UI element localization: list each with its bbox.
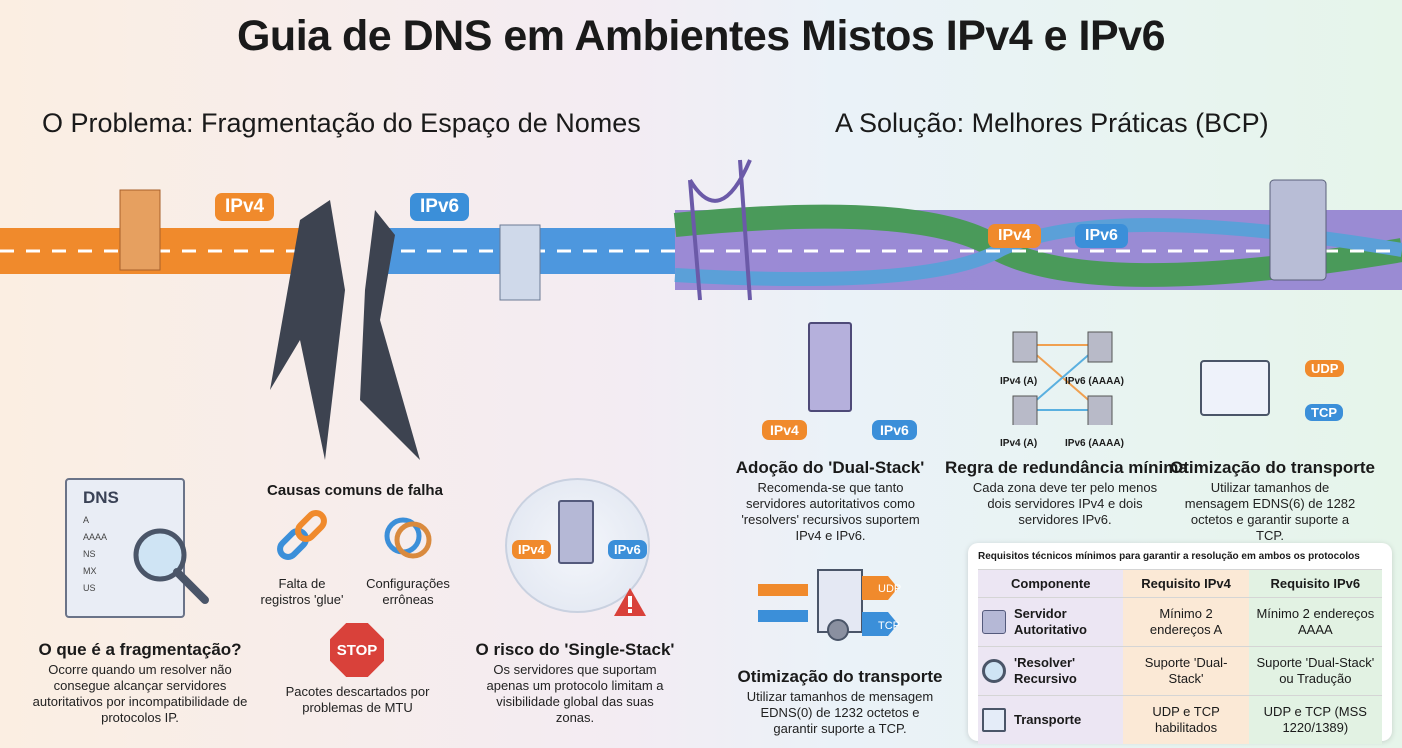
page-title: Guia de DNS em Ambientes Mistos IPv4 e I… (236, 12, 1166, 60)
ipv6-badge-small: IPv6 (608, 540, 647, 559)
broken-chain-icon (277, 510, 327, 560)
cause-glue: Falta de registros 'glue' (260, 576, 344, 607)
record-a: A (83, 515, 90, 525)
crack-left (270, 200, 345, 460)
tcp-arrow: TCP (1305, 404, 1343, 421)
window-gear-icon (982, 708, 1006, 732)
redundancy-title: Regra de redundância mínima (945, 458, 1188, 477)
single-stack-title: O risco do 'Single-Stack' (475, 640, 675, 659)
transport-top-title: Otimização do transporte (1170, 458, 1375, 477)
dual-stack-text: Recomenda-se que tanto servidores autori… (741, 480, 920, 543)
server-icon (558, 500, 594, 564)
warning-icon (614, 588, 646, 616)
ipv4-requirement: UDP e TCP habilitados (1123, 695, 1249, 744)
magnifier-icon (982, 659, 1006, 683)
dns-doc-title: DNS (83, 488, 119, 507)
cause-config: Configurações errôneas (366, 576, 450, 607)
dual-stack-title: Adoção do 'Dual-Stack' (735, 458, 925, 477)
redundancy-label-2: IPv6 (AAAA) (1065, 376, 1124, 387)
requirements-table: Componente Requisito IPv4 Requisito IPv6… (978, 569, 1382, 744)
problem-heading: O Problema: Fragmentação do Espaço de No… (42, 108, 641, 138)
redundancy-diagram (1012, 331, 1113, 425)
ipv4-badge-small: IPv4 (512, 540, 551, 559)
component-name: Servidor Autoritativo (1014, 606, 1087, 637)
ipv4-server-icon (119, 189, 161, 271)
ipv6-requirement: Suporte 'Dual-Stack' ou Tradução (1248, 646, 1382, 696)
fragmentation-title: O que é a fragmentação? (38, 640, 242, 659)
record-ns: NS (83, 549, 96, 559)
ipv4-requirement: Suporte 'Dual-Stack' (1123, 646, 1249, 696)
tangled-knot-icon (384, 517, 432, 559)
table-row: Servidor Autoritativo Mínimo 2 endereços… (978, 597, 1382, 647)
requirements-card: Requisitos técnicos mínimos para garanti… (968, 543, 1392, 744)
stop-sign-icon: STOP (330, 623, 384, 677)
redundancy-text: Cada zona deve ter pelo menos dois servi… (972, 480, 1158, 527)
record-aaaa: AAAA (83, 532, 108, 542)
redundancy-label-4: IPv6 (AAAA) (1065, 438, 1124, 449)
causes-title: Causas comuns de falha (267, 482, 443, 499)
ipv4-badge-bridge: IPv4 (988, 224, 1041, 248)
window-gear-icon (1200, 360, 1270, 416)
central-server-icon (1269, 179, 1327, 281)
record-mx: MX (83, 566, 97, 576)
table-row: 'Resolver' Recursivo Suporte 'Dual-Stack… (978, 646, 1382, 696)
road-illustration (0, 159, 1402, 460)
fragmentation-text: Ocorre quando um resolver não consegue a… (32, 662, 248, 725)
record-us: US (83, 583, 96, 593)
header-component: Componente (978, 569, 1124, 598)
crack-right (360, 210, 420, 460)
ipv6-requirement: Mínimo 2 endereços AAAA (1248, 597, 1382, 647)
server-icon (982, 610, 1006, 634)
udp-arrow: UDP (1305, 360, 1345, 377)
transport-bottom-title: Otimização do transporte (737, 667, 943, 686)
udp-label: UDP (878, 583, 902, 595)
component-name: 'Resolver' Recursivo (1014, 655, 1077, 686)
bridge-tower (688, 159, 752, 301)
solution-heading: A Solução: Melhores Práticas (BCP) (835, 108, 1269, 138)
redundancy-label-3: IPv4 (A) (1000, 438, 1038, 449)
redundancy-label-1: IPv4 (A) (1000, 376, 1038, 387)
transport-arrows-icon (758, 569, 898, 641)
magnifier-icon (133, 528, 209, 604)
single-stack-text: Os servidores que suportam apenas um pro… (486, 662, 664, 725)
ipv4-requirement: Mínimo 2 endereços A (1123, 597, 1249, 647)
cause-mtu: Pacotes descartados por problemas de MTU (285, 684, 430, 715)
table-row: Transporte UDP e TCP habilitados UDP e T… (978, 695, 1382, 744)
transport-top-text: Utilizar tamanhos de mensagem EDNS(6) de… (1184, 480, 1356, 543)
tcp-label: TCP (878, 620, 900, 632)
table-caption: Requisitos técnicos mínimos para garanti… (978, 551, 1360, 562)
ipv6-badge-bridge: IPv6 (1075, 224, 1128, 248)
component-name: Transporte (1014, 712, 1082, 727)
header-ipv4: Requisito IPv4 (1123, 569, 1249, 598)
dual-stack-ipv4: IPv4 (762, 420, 807, 440)
ipv6-badge: IPv6 (410, 193, 470, 221)
ipv4-badge: IPv4 (215, 193, 275, 221)
table-header-row: Componente Requisito IPv4 Requisito IPv6 (978, 569, 1382, 598)
ipv6-requirement: UDP e TCP (MSS 1220/1389) (1248, 695, 1382, 744)
transport-bottom-text: Utilizar tamanhos de mensagem EDNS(0) de… (746, 689, 934, 736)
ipv6-server-icon (499, 224, 541, 301)
header-ipv6: Requisito IPv6 (1248, 569, 1382, 598)
dual-stack-ipv6: IPv6 (872, 420, 917, 440)
dual-stack-server-icon (808, 322, 852, 412)
